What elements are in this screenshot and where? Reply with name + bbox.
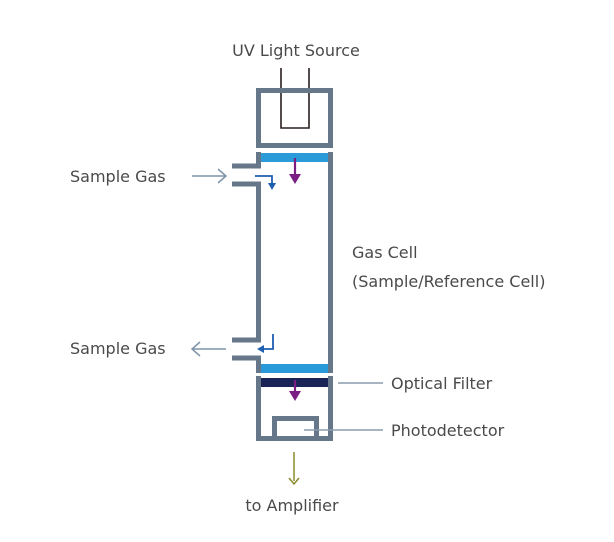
photodetector-label: Photodetector [391, 421, 505, 440]
uv-lamp-icon [280, 68, 310, 129]
inlet-port-upper-wall [232, 152, 261, 169]
photodetector [272, 416, 319, 436]
signal-arrow [288, 452, 300, 486]
exit-window [261, 364, 328, 373]
sample-gas-in-label: Sample Gas [70, 167, 166, 186]
gas-cell-label: Gas Cell [352, 243, 418, 262]
gas-cell-sublabel: (Sample/Reference Cell) [352, 272, 545, 291]
inflow-arrow [255, 175, 276, 190]
light-arrow-top [289, 158, 301, 184]
outflow-arrow [257, 334, 274, 353]
to-amplifier-label: to Amplifier [245, 496, 339, 515]
lamp-housing [256, 88, 333, 148]
outlet-port-lower-wall [232, 355, 261, 373]
sample-gas-out-label: Sample Gas [70, 339, 166, 358]
light-arrow-bottom [289, 380, 301, 401]
sample-gas-in-arrow [192, 168, 228, 184]
sample-gas-out-arrow [190, 341, 226, 357]
entrance-window [261, 153, 328, 162]
cell-left-wall [232, 181, 261, 343]
optical-filter-label: Optical Filter [391, 374, 493, 393]
detector-housing [256, 376, 333, 441]
uv-light-source-label: UV Light Source [232, 41, 360, 60]
gas-cell [232, 152, 333, 373]
